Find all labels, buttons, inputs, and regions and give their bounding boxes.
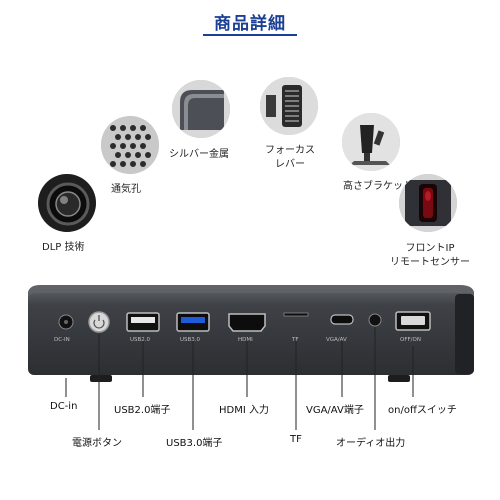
bracket-icon xyxy=(342,113,400,171)
vent-icon xyxy=(101,116,159,174)
tf-slot xyxy=(283,312,309,317)
device-side xyxy=(455,294,474,374)
silver-metal-label: シルバー金属 xyxy=(169,149,229,160)
vga-av-label: VGA/AV端子 xyxy=(306,405,364,416)
tf-label: TF xyxy=(290,434,302,445)
lens-icon xyxy=(38,174,96,232)
onoff-label: on/offスイッチ xyxy=(388,405,457,416)
ir-sensor-image xyxy=(399,174,457,232)
page-title: 商品詳細 xyxy=(214,14,286,34)
focus-lever-label-2: レバー xyxy=(275,159,305,170)
dlp-label: DLP 技術 xyxy=(42,242,85,253)
audio-jack xyxy=(368,313,382,327)
dlp-lens-image xyxy=(38,174,96,232)
onoff-marking: OFF/ON xyxy=(400,337,421,343)
focus-lever-label-1: フォーカス xyxy=(265,145,315,156)
dc-in-marking: DC-IN xyxy=(54,337,70,343)
vga-av-port xyxy=(330,314,354,325)
metal-corner-icon xyxy=(172,80,230,138)
ir-sensor-label-2: リモートセンサー xyxy=(390,257,470,268)
silver-metal-image xyxy=(172,80,230,138)
focus-lever-icon xyxy=(260,77,318,135)
usb2-label: USB2.0端子 xyxy=(114,405,171,416)
tf-marking: TF xyxy=(292,337,299,343)
vent-label: 通気孔 xyxy=(111,184,141,195)
device-foot-left xyxy=(90,375,112,382)
vent-image xyxy=(101,116,159,174)
ir-sensor-icon xyxy=(399,174,457,232)
power-button-label: 電源ボタン xyxy=(72,438,122,449)
usb3-marking: USB3.0 xyxy=(180,337,201,343)
hdmi-marking: HDMI xyxy=(238,337,253,343)
hdmi-label: HDMI 入力 xyxy=(219,405,269,416)
height-bracket-label: 高さブラケット xyxy=(343,181,413,192)
dc-in-label: DC-in xyxy=(50,401,78,412)
audio-label: オーディオ出力 xyxy=(336,438,406,449)
height-bracket-image xyxy=(342,113,400,171)
usb3-label: USB3.0端子 xyxy=(166,438,223,449)
vga-marking: VGA/AV xyxy=(326,337,347,343)
hdmi-port xyxy=(228,313,266,332)
device-body xyxy=(28,293,474,375)
title-underline xyxy=(203,34,297,36)
focus-lever-image xyxy=(260,77,318,135)
power-button xyxy=(88,311,110,333)
usb2-marking: USB2.0 xyxy=(130,337,151,343)
ir-sensor-label-1: フロントIP xyxy=(405,243,455,254)
device-foot-right xyxy=(388,375,410,382)
